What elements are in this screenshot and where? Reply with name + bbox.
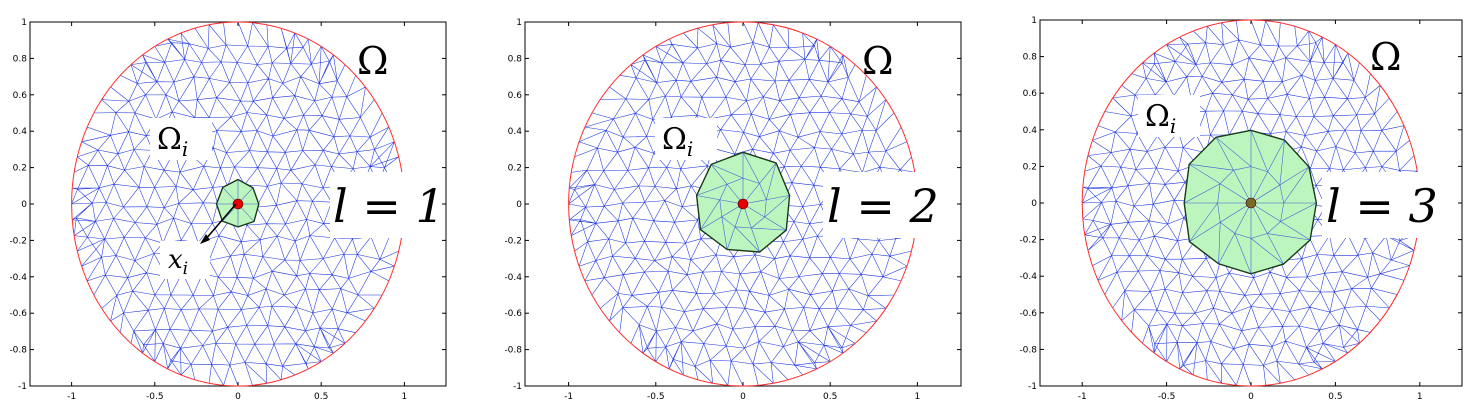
mesh-panel-level-3: -1 -0.5 0 0.5 1 1 0.8 0.6 0.4 0.2 0 -0.2 -0.4 -0.6 -0.… [1010, 0, 1479, 405]
subdomain-mesh-edges [216, 179, 259, 227]
arrow-head-icon [200, 234, 210, 244]
domain-label: Ω [357, 39, 389, 83]
y-tick-label: 0.2 [1023, 162, 1037, 172]
x-tick-label: 0 [235, 392, 241, 402]
subdomain-label: Ωi [662, 122, 693, 161]
subdomain-label-bg [1138, 95, 1200, 137]
x-tick-label: 1 [402, 392, 408, 402]
y-tick-label: 0 [21, 200, 27, 210]
y-tick-label: -0.2 [505, 236, 522, 246]
x-tick-label: 0 [1248, 392, 1254, 402]
x-tick-label: -1 [67, 392, 76, 402]
y-tick-label: -1 [513, 382, 522, 392]
y-tick-label: 0.6 [508, 91, 523, 101]
y-tick-label: 0.4 [1023, 126, 1038, 136]
domain-label: Ω [862, 39, 894, 83]
level-label: l = 2 [827, 179, 939, 233]
y-tick-label: -0.6 [1019, 309, 1037, 319]
x-tick-label: 1 [915, 392, 921, 402]
mesh-plot: -1 -0.5 0 0.5 1 1 0.8 0.6 0.4 0.2 0 -0.2 -0.4 -0.6 -0.… [505, 18, 962, 402]
y-tick-label: 1 [516, 18, 522, 28]
center-point-marker [232, 198, 244, 210]
subdomain-label-bg [150, 118, 212, 160]
y-tick-label: 0.8 [1023, 53, 1038, 63]
x-tick-label: 0.5 [1328, 392, 1342, 402]
subdomain-mesh-edges [1184, 130, 1317, 274]
level-label-bg [1322, 172, 1446, 238]
y-tick-label: -0.6 [9, 309, 27, 319]
y-tick-label: 0.8 [508, 54, 523, 64]
x-tick-label: -0.5 [1158, 392, 1176, 402]
y-tick-label: 0.6 [13, 91, 28, 101]
level-label-bg [823, 172, 945, 238]
y-tick-label: 0 [516, 200, 522, 210]
mesh-panel-level-2: -1 -0.5 0 0.5 1 1 0.8 0.6 0.4 0.2 0 -0.2 -0.4 -0.6 -0.… [505, 0, 975, 405]
level-label-bg [330, 172, 442, 238]
y-tick-label: -0.4 [9, 273, 27, 283]
mesh-plot: -1 -0.5 0 0.5 1 1 0.8 0.6 0.4 0.2 0 -0.2 -0.4 -0.6 -0.… [1019, 16, 1463, 402]
subdomain-mesh-edges [696, 152, 790, 253]
annotations: Ω Ωi l = 1 xi [150, 39, 445, 279]
level-label: l = 1 [333, 179, 445, 233]
x-tick-label: 1 [1417, 392, 1423, 402]
mesh-edges [71, 21, 405, 387]
mesh-plot: -1 -0.5 0 0.5 1 1 0.8 0.6 0.4 0.2 0 -0.2 -0.4 -0.6 -0.… [9, 18, 447, 402]
point-label: xi [168, 245, 188, 279]
y-tick-label: -0.2 [9, 236, 27, 246]
y-tick-label: -0.8 [9, 346, 27, 356]
x-tick-label: 0.5 [823, 392, 837, 402]
subdomain-patch [695, 151, 791, 253]
domain-label: Ω [1370, 35, 1402, 79]
y-tick-label: -0.4 [505, 273, 522, 283]
y-tick-label: 1 [21, 18, 27, 28]
annotations: Ω Ωi l = 3 [1138, 35, 1446, 238]
y-tick-label: 1 [1031, 16, 1037, 26]
y-tick-label: 0.8 [13, 54, 28, 64]
level-label: l = 3 [1326, 179, 1438, 233]
y-tick-label: -1 [18, 382, 27, 392]
x-tick-label: -1 [1078, 392, 1087, 402]
subdomain-patch [1183, 129, 1318, 275]
annotations: Ω Ωi l = 2 [655, 39, 945, 238]
y-tick-label: 0.2 [13, 164, 27, 174]
y-tick-label: -0.4 [1019, 272, 1037, 282]
y-tick-label: -1 [1028, 382, 1037, 392]
mesh-panel-level-1: -1 -0.5 0 0.5 1 1 0.8 0.6 0.4 0.2 0 -0.2 -0.4 -0.6 -0.… [0, 0, 460, 405]
subdomain-label: Ωi [1145, 99, 1176, 138]
x-tick-label: -0.5 [647, 392, 665, 402]
subdomain-label-bg [655, 118, 717, 160]
x-tick-label: 0.5 [314, 392, 328, 402]
y-tick-label: 0.4 [508, 127, 523, 137]
point-label-bg [160, 241, 210, 279]
subdomain-label: Ωi [157, 122, 188, 161]
center-point-marker [737, 198, 749, 210]
center-point-marker [1245, 197, 1257, 209]
y-tick-label: 0 [1031, 199, 1037, 209]
y-tick-label: 0.6 [1023, 89, 1038, 99]
x-tick-label: 0 [740, 392, 746, 402]
y-tick-label: 0.4 [13, 127, 28, 137]
y-tick-label: -0.8 [1019, 345, 1037, 355]
point-arrow [204, 203, 237, 241]
y-tick-label: -0.8 [505, 346, 522, 356]
x-tick-label: -1 [564, 392, 573, 402]
y-tick-label: -0.6 [505, 309, 522, 319]
y-tick-label: -0.2 [1019, 236, 1037, 246]
x-tick-label: -0.5 [146, 392, 164, 402]
y-tick-label: 0.2 [508, 164, 522, 174]
